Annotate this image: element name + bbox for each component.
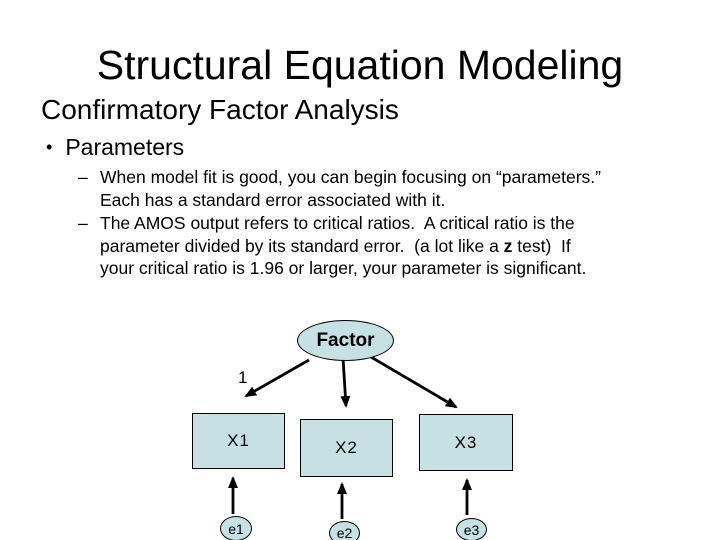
factor-to-x1-arrow xyxy=(244,358,310,398)
x2-label: X2 xyxy=(335,438,358,457)
loading-coefficient-label: 1 xyxy=(238,368,248,387)
x3-label: X3 xyxy=(454,432,478,452)
factor-ellipse: Factor xyxy=(297,320,394,361)
e2-label: e2 xyxy=(336,525,353,540)
list-item: – The AMOS output refers to critical rat… xyxy=(78,212,663,280)
item2-line2-post: test) If xyxy=(512,235,571,256)
item2-line1: The AMOS output refers to critical ratio… xyxy=(100,213,575,233)
list-item: – When model fit is good, you can begin … xyxy=(78,166,663,211)
x1-box: X1 xyxy=(192,413,285,469)
x2-box: X2 xyxy=(300,419,393,477)
e1-label: e1 xyxy=(228,520,244,537)
e3-ellipse: e3 xyxy=(456,518,487,540)
item2-text: The AMOS output refers to critical ratio… xyxy=(100,212,586,280)
factor-to-x3-arrow xyxy=(370,355,458,409)
e1-ellipse: e1 xyxy=(220,516,252,540)
e3-label: e3 xyxy=(463,521,480,538)
item2-z: z xyxy=(503,235,513,256)
item2-line2-pre: parameter divided by its standard error.… xyxy=(100,235,504,256)
bullet-label: Parameters xyxy=(65,134,185,160)
x3-box: X3 xyxy=(419,414,513,471)
item1-line2: Each has a standard error associated wit… xyxy=(100,189,446,210)
slide-subtitle: Confirmatory Factor Analysis xyxy=(41,94,399,125)
x1-label: X1 xyxy=(227,431,250,450)
factor-label: Factor xyxy=(316,329,375,351)
factor-to-x2-arrow xyxy=(340,357,351,408)
item2-line3: your critical ratio is 1.96 or larger, y… xyxy=(100,258,587,278)
item1-text: When model fit is good, you can begin fo… xyxy=(100,166,601,211)
body-text: – When model fit is good, you can begin … xyxy=(78,166,663,280)
item1-line1: When model fit is good, you can begin fo… xyxy=(100,167,601,187)
bullet-parameters: • Parameters xyxy=(46,134,184,161)
slide-title: Structural Equation Modeling xyxy=(96,42,624,88)
bullet-marker: • xyxy=(46,137,53,157)
dash-marker: – xyxy=(78,167,88,187)
e2-ellipse: e2 xyxy=(329,521,360,540)
dash-marker: – xyxy=(78,213,88,233)
